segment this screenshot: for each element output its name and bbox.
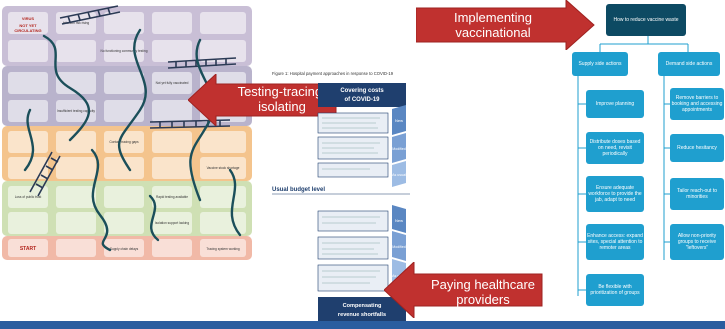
board-cell-text: Insufficient testing capacity <box>57 109 95 113</box>
arrow-vaccination-label: Implementing vaccinational programmes <box>453 10 533 55</box>
board-label-notyet: NOT YET <box>19 23 37 28</box>
board-label-start: START <box>20 246 36 252</box>
tree-root-node: How to reduce vaccine waste <box>606 4 686 36</box>
board-cell-text: Loss of public trust <box>15 195 42 199</box>
chevron-label: As usual <box>392 173 406 177</box>
payment-figure: Figure 1: Hospital payment approaches in… <box>272 71 410 321</box>
arrow-paying <box>384 262 543 318</box>
board-cell-text: Rapid testing available <box>156 195 188 199</box>
board-label-circulating: CIRCULATING <box>14 28 41 33</box>
svg-text:of COVID-19: of COVID-19 <box>344 97 380 103</box>
board-cell-text: No functioning community testing <box>101 49 148 53</box>
board-cell-text: Supply chain delays <box>110 247 139 251</box>
arrow-testing-label: Testing-tracing-isolating <box>237 84 327 114</box>
chevron-label: New <box>395 218 403 223</box>
figure-caption: Figure 1: Hospital payment approaches in… <box>272 71 394 76</box>
supply-side-node: Supply side actions <box>572 52 628 76</box>
board-cell-text: Tracing system working <box>206 247 240 251</box>
arrow-paying-label: Paying healthcare providers <box>430 277 536 307</box>
chevron-label: Modified <box>392 147 406 151</box>
board-cell-text: Infection risk rising <box>63 21 90 25</box>
usual-budget-label: Usual budget level <box>272 187 325 193</box>
ladder-icon <box>29 5 237 197</box>
tree-connectors <box>577 36 689 296</box>
board-cell-text: Not yet fully vaccinated <box>156 81 189 85</box>
supply-item: Ensure adequate workforce to provide the… <box>586 176 644 212</box>
demand-item: Tailor reach-out to minorities <box>670 178 724 210</box>
demand-side-node: Demand side actions <box>658 52 720 76</box>
bottom-bar <box>0 321 725 329</box>
arrow-vaccination <box>416 0 595 50</box>
board-cell-text: Vaccine stock shortage <box>207 166 240 170</box>
svg-text:Covering costs: Covering costs <box>340 88 384 94</box>
chevron-label: New <box>395 118 403 123</box>
supply-item: Enhance access: expand sites, special at… <box>586 224 644 260</box>
svg-text:Compensating: Compensating <box>343 303 382 309</box>
board-cell-text: Contact tracing gaps <box>109 140 139 144</box>
supply-item: Distribute doses based on need, revisit … <box>586 132 644 164</box>
board-cell-text: Isolation support lacking <box>155 221 189 225</box>
supply-item: Improve planning <box>586 90 644 118</box>
chevron-label: Modified <box>392 245 406 249</box>
demand-item: Reduce hesitancy <box>670 134 724 162</box>
board-label-virus: VIRUS <box>22 16 35 21</box>
demand-item: Remove barriers to booking and accessing… <box>670 88 724 120</box>
demand-item: Allow non-priority groups to receive "le… <box>670 224 724 260</box>
supply-item: Be flexible with prioritization of group… <box>586 274 644 306</box>
snakes-and-ladders-board: VIRUS NOT YET CIRCULATING START Infectio… <box>2 5 252 260</box>
svg-text:revenue shortfalls: revenue shortfalls <box>338 312 386 318</box>
